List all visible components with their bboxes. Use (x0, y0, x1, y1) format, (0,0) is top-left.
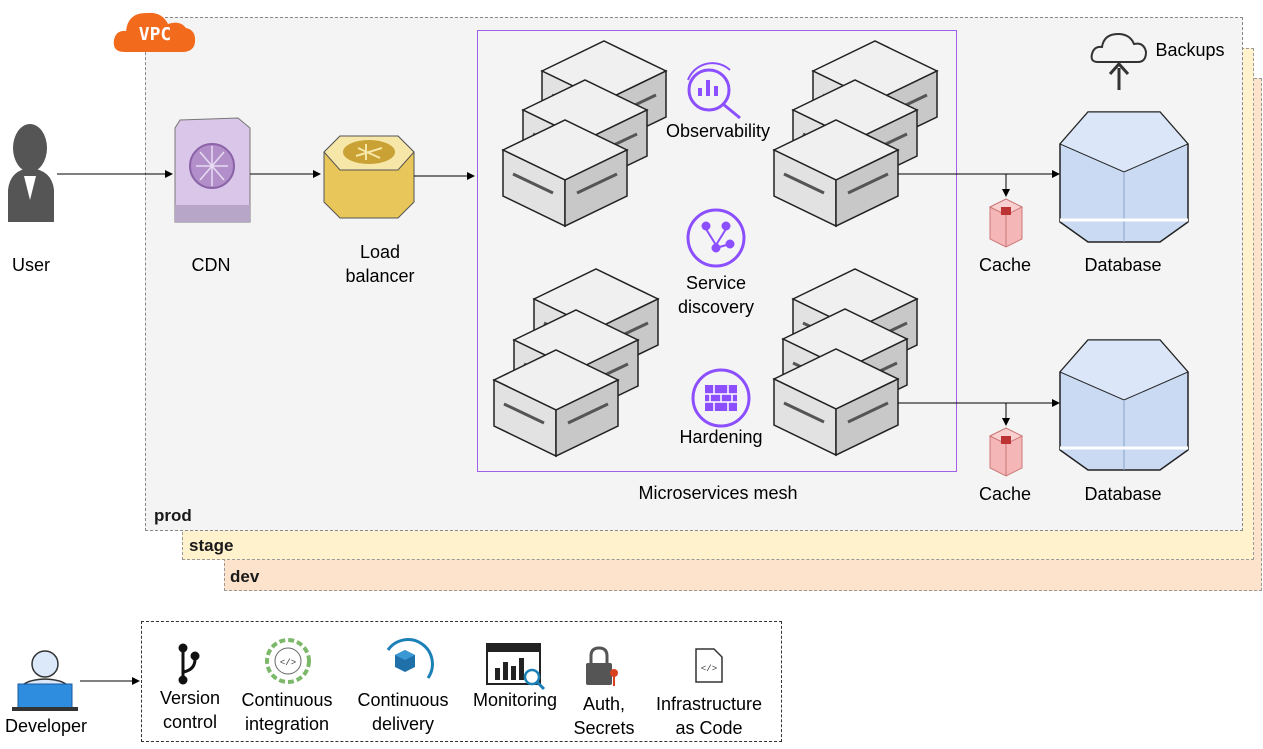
developer-icon (12, 650, 78, 711)
server-stack-top-right (772, 39, 939, 228)
hardening-label: Hardening (679, 427, 763, 447)
iac-label-line1: Infrastructure (655, 694, 763, 714)
continuous-integration-label-line2: integration (244, 714, 330, 734)
service-discovery-icon (686, 208, 746, 268)
load-balancer-label: Load balancer (325, 240, 435, 288)
microservices-mesh-box (477, 30, 957, 472)
database-label-bottom: Database (1084, 484, 1162, 504)
cdn-icon (174, 117, 251, 223)
load-balancer-label-line1: Load (359, 242, 401, 262)
server-stack-top-left (501, 39, 668, 228)
service-discovery-label: Service discovery (656, 271, 776, 319)
observability-label: Observability (665, 121, 771, 141)
version-control-icon (178, 643, 200, 685)
backups-label: Backups (1155, 40, 1225, 60)
stage-label: stage (189, 536, 234, 555)
iac-label: Infrastructure as Code (646, 692, 772, 740)
cache-icon-top (989, 198, 1023, 248)
database-icon-top (1058, 110, 1190, 244)
database-label-top: Database (1084, 255, 1162, 275)
auth-secrets-label-line1: Auth, (582, 694, 626, 714)
version-control-label-line2: control (162, 712, 218, 732)
user-icon (8, 124, 54, 222)
dev-label: dev (230, 567, 260, 586)
continuous-delivery-label-line1: Continuous (357, 690, 449, 710)
hardening-icon (691, 368, 751, 428)
service-discovery-label-line2: discovery (677, 297, 755, 317)
cdn-label: CDN (191, 255, 231, 275)
continuous-delivery-icon (386, 638, 434, 679)
upload-arrow-icon (1108, 61, 1130, 90)
code-file-icon: </> (695, 648, 723, 683)
continuous-delivery-label: Continuous delivery (348, 688, 458, 736)
continuous-delivery-label-line2: delivery (371, 714, 435, 734)
cache-label-top: Cache (978, 255, 1032, 275)
vpc-cloud-icon (113, 12, 196, 52)
service-discovery-label-line1: Service (685, 273, 747, 293)
continuous-integration-label: Continuous integration (232, 688, 342, 736)
cache-label-bottom: Cache (978, 484, 1032, 504)
iac-label-line2: as Code (675, 718, 743, 738)
prod-label: prod (154, 506, 192, 525)
server-stack-bottom-right (772, 267, 919, 457)
continuous-integration-label-line1: Continuous (241, 690, 333, 710)
backups-cloud-icon (1090, 32, 1148, 63)
observability-icon (687, 62, 741, 120)
database-icon-bottom (1058, 338, 1190, 472)
monitoring-label: Monitoring (472, 690, 558, 710)
vpc-badge-text: VPC (138, 24, 172, 45)
version-control-label-line1: Version (159, 688, 221, 708)
auth-secrets-label: Auth, Secrets (564, 692, 644, 740)
load-balancer-label-line2: balancer (345, 266, 415, 286)
developer-label: Developer (4, 716, 88, 736)
svg-text:</>: </> (280, 658, 296, 668)
mesh-label: Microservices mesh (638, 483, 798, 503)
version-control-label: Version control (150, 686, 230, 734)
lock-icon (586, 646, 618, 686)
svg-text:</>: </> (701, 664, 717, 674)
cache-icon-bottom (989, 427, 1023, 477)
devops-toolchain-box (141, 621, 782, 742)
auth-secrets-label-line2: Secrets (573, 718, 635, 738)
monitoring-icon (486, 643, 546, 691)
load-balancer-icon (323, 135, 415, 219)
user-label: User (11, 255, 50, 275)
server-stack-bottom-left (492, 267, 660, 458)
continuous-integration-icon: </> (265, 638, 311, 684)
